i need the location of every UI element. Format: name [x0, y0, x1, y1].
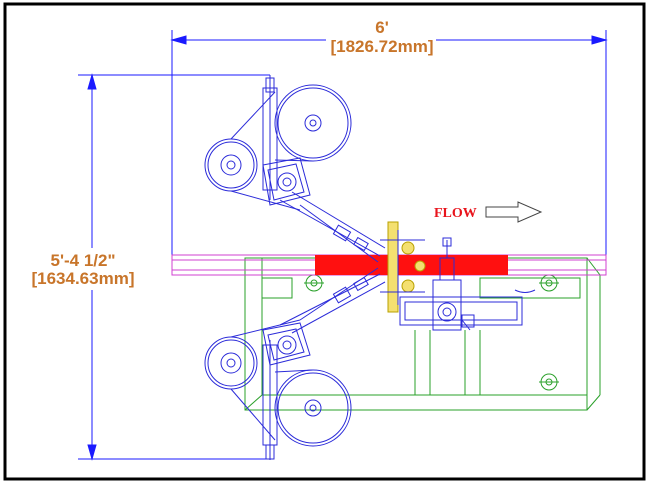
upper-labeler-arm	[204, 75, 386, 263]
height-dimension-ft: 5'-4 1/2"	[50, 251, 115, 270]
flow-arrow-icon	[485, 201, 543, 223]
upper-rewind-reel	[204, 138, 258, 192]
height-dimension-mm: [1634.63mm]	[31, 269, 134, 288]
product-on-conveyor	[315, 255, 508, 275]
lower-labeler-arm	[204, 267, 386, 460]
lower-rewind-reel	[204, 336, 258, 390]
drawing-border	[3, 2, 646, 481]
upper-label-reel	[274, 84, 352, 162]
width-dimension-ft: 6'	[375, 18, 389, 37]
lower-label-reel	[274, 369, 352, 447]
width-dimension-mm: [1826.72mm]	[330, 37, 433, 56]
flow-label: FLOW	[434, 206, 477, 221]
drive-head	[399, 237, 536, 331]
